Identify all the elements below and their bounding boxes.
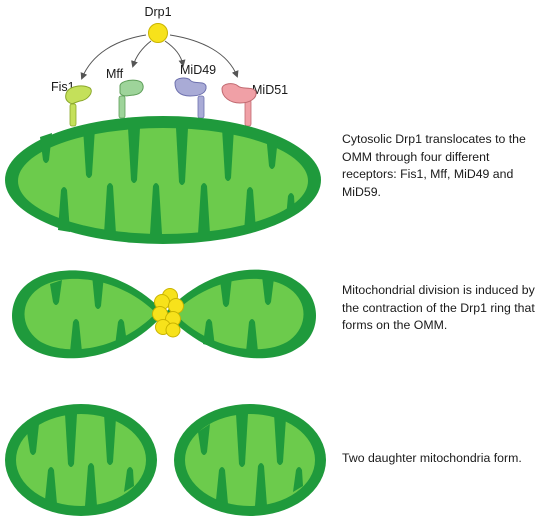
mid51-stalk	[244, 99, 252, 127]
caption-daughters: Two daughter mitochondria form.	[342, 451, 522, 465]
crista	[58, 187, 70, 232]
crista	[198, 424, 210, 455]
arrow-to-fis1	[80, 34, 147, 80]
crista	[85, 463, 97, 506]
caption-constriction: Mitochondrial division is induced by the…	[342, 283, 535, 332]
mid51-label: MiD51	[252, 83, 288, 97]
crista	[83, 128, 95, 178]
mid51-head	[221, 83, 257, 104]
fis1-head	[65, 85, 92, 105]
caption-translocation: Cytosolic Drp1 translocates to the OMM t…	[342, 132, 526, 199]
mid49-label: MiD49	[180, 63, 216, 77]
crista	[266, 134, 278, 169]
fis1-stalk	[69, 103, 77, 127]
crista	[50, 280, 62, 305]
crista	[293, 467, 303, 492]
arrow-to-mff	[131, 40, 152, 68]
arrow-to-mid51	[169, 34, 239, 78]
panel-constriction	[12, 269, 316, 359]
crista	[65, 414, 77, 467]
crista	[104, 183, 116, 234]
crista	[128, 128, 140, 183]
arrow-to-mid49	[164, 40, 186, 67]
mff-stalk	[118, 95, 126, 119]
crista	[274, 414, 286, 465]
drp1-cytosolic	[148, 23, 168, 43]
crista	[220, 277, 232, 307]
crista	[92, 275, 104, 309]
crista	[262, 276, 274, 305]
crista	[198, 183, 210, 234]
crista	[244, 187, 256, 232]
crista	[27, 424, 39, 455]
crista	[40, 133, 52, 163]
crista	[104, 414, 116, 465]
mitochondrion-intact	[5, 116, 321, 244]
crista	[176, 128, 188, 185]
drp1-subunit	[165, 322, 181, 338]
mff-label: Mff	[106, 67, 124, 81]
crista	[115, 319, 127, 346]
panel-daughters	[5, 404, 326, 516]
mff-head	[119, 79, 144, 97]
crista	[222, 128, 234, 181]
daughter-mitochondrion-right	[174, 404, 326, 516]
crista	[203, 319, 215, 347]
panel-translocation: Drp1 Fis1 Mff MiD49 MiD51	[5, 5, 321, 244]
mid49-head	[174, 77, 207, 97]
crista	[150, 183, 162, 234]
crista	[246, 319, 258, 352]
mid49-stalk	[197, 95, 205, 119]
crista	[216, 467, 228, 504]
crista	[286, 193, 295, 218]
daughter-mitochondrion-left	[5, 404, 157, 516]
crista	[124, 467, 134, 492]
crista	[70, 319, 82, 352]
drp1-ring	[152, 288, 184, 338]
crista	[236, 414, 248, 467]
drp1-label: Drp1	[144, 5, 171, 19]
crista	[45, 467, 57, 504]
drp1-subunit	[168, 298, 184, 314]
crista	[255, 463, 267, 506]
